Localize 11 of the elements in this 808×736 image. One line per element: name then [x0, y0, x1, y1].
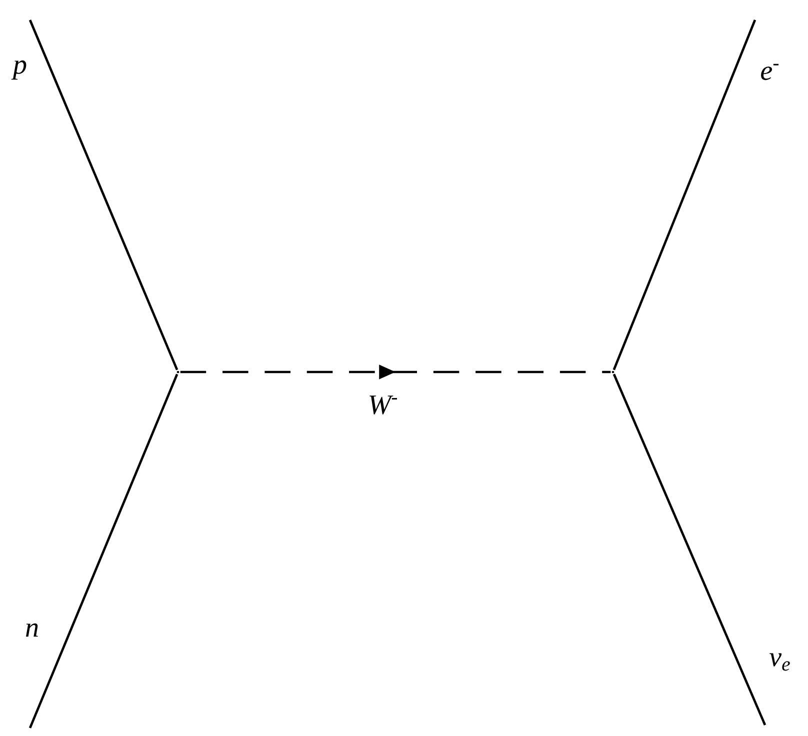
- particle-label: p: [11, 60, 26, 80]
- vertex: [612, 370, 614, 374]
- edge-label: W$^{-}$: [370, 396, 397, 414]
- fermion-line: [612, 374, 766, 726]
- fermion-line: [28, 374, 178, 728]
- vertex: [176, 370, 180, 374]
- fermion-line: [28, 20, 178, 370]
- particle-label: n: [26, 623, 38, 637]
- fermion-line: [612, 20, 756, 370]
- particle-label: ν$_{e}$: [769, 653, 790, 671]
- particle-label: e$^{-}$: [761, 64, 779, 80]
